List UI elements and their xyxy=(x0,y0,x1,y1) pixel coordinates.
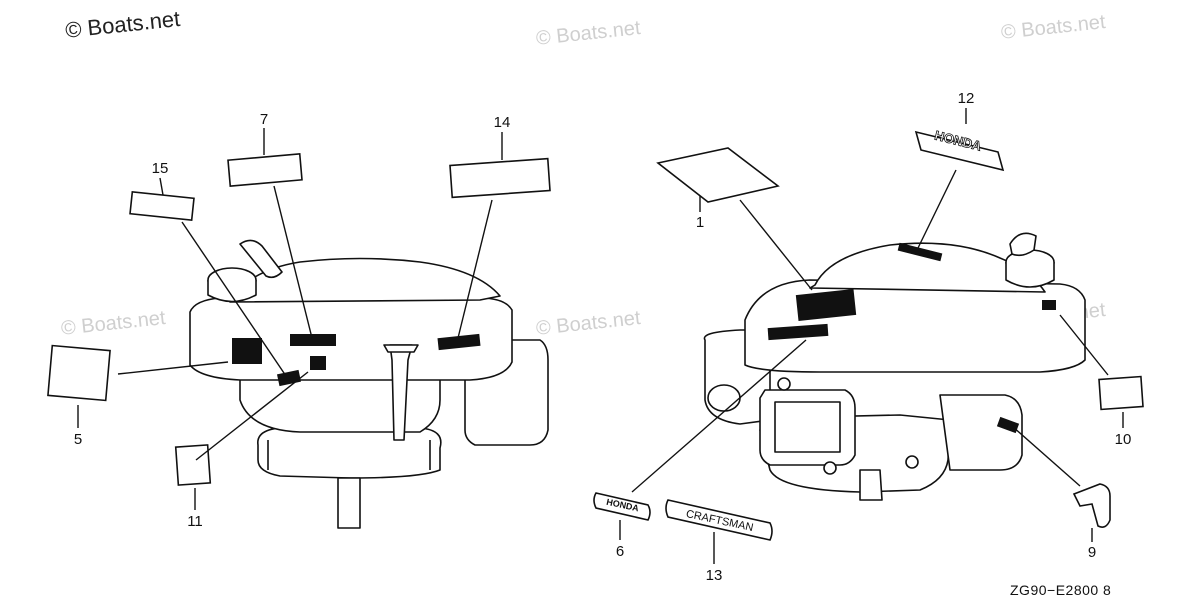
part-9-clip xyxy=(1072,483,1111,528)
callout-11: 11 xyxy=(187,513,203,530)
callout-13: 13 xyxy=(706,567,723,584)
part-13-craftsman-emblem xyxy=(665,499,773,541)
callout-6: 6 xyxy=(616,543,624,560)
callout-9: 9 xyxy=(1088,544,1096,561)
right-engine xyxy=(703,232,1086,501)
part-15-label-plate xyxy=(129,190,195,222)
part-7-label-plate xyxy=(227,153,303,187)
left-engine xyxy=(189,239,549,529)
part-5-label-plate xyxy=(47,344,111,402)
part-12-honda-emblem xyxy=(914,130,1005,172)
callout-1: 1 xyxy=(696,214,704,231)
part-6-honda-emblem xyxy=(593,492,651,521)
callout-5: 5 xyxy=(74,431,82,448)
callout-15: 15 xyxy=(152,160,169,177)
callout-14: 14 xyxy=(494,114,511,131)
callout-10: 10 xyxy=(1115,431,1132,448)
part-14-label-plate xyxy=(449,157,551,199)
part-11-label-plate xyxy=(174,444,212,486)
callout-12: 12 xyxy=(958,90,975,107)
callout-7: 7 xyxy=(260,111,268,128)
diagram-code: ZG90−E2800 8 xyxy=(1010,582,1112,598)
part-1-label-sheet xyxy=(656,147,780,203)
part-10-label-plate xyxy=(1098,375,1144,411)
